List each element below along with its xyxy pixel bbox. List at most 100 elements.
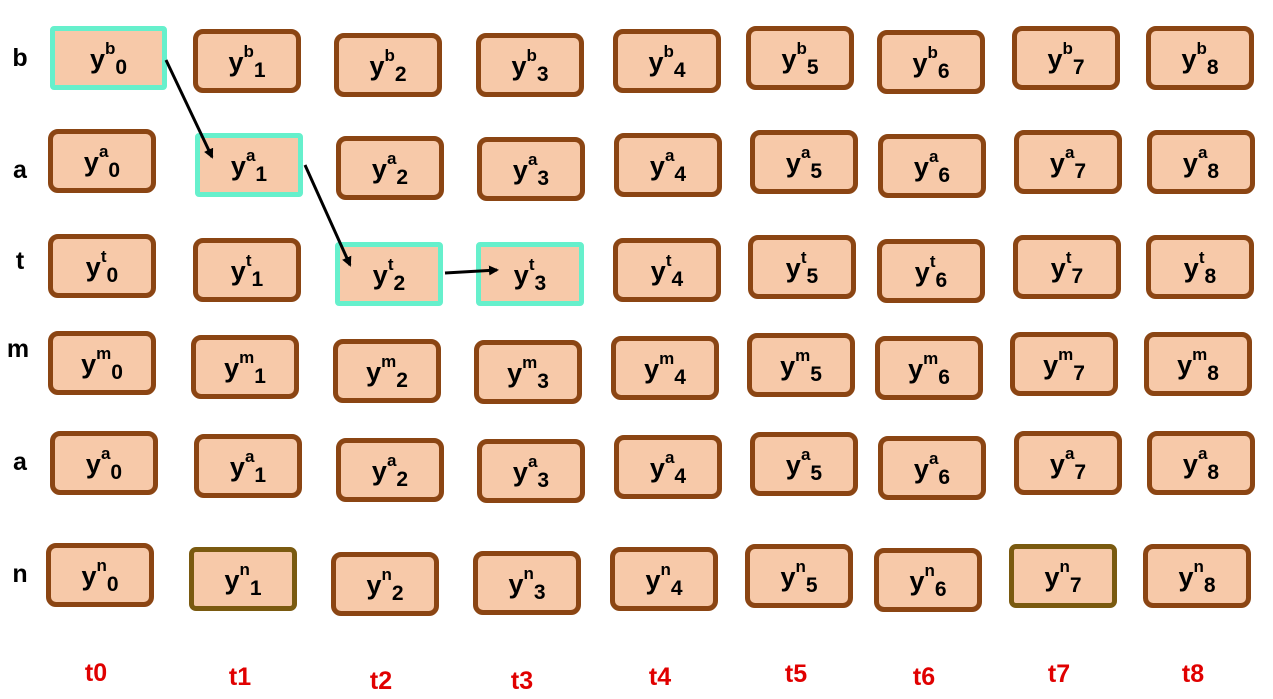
cell-label: ya0 [85,444,123,484]
lattice-cell: ym6 [875,336,983,400]
lattice-cell: yt8 [1146,235,1254,299]
lattice-cell: yt4 [613,238,721,302]
cell-label: ya5 [785,143,823,183]
lattice-cell: ya2 [336,136,444,200]
lattice-cell: ym7 [1010,332,1118,396]
cell-label: ym0 [81,344,123,384]
cell-label: yt5 [785,248,819,288]
lattice-cell: ya7 [1014,431,1122,495]
cell-label: ym4 [644,349,686,389]
lattice-cell: ym3 [474,340,582,404]
cell-label: yn0 [81,556,119,596]
cell-label: ya7 [1049,444,1087,484]
cell-label: yb6 [912,43,950,83]
time-label: t3 [510,667,534,695]
lattice-cell: ya4 [614,133,722,197]
cell-label: yt8 [1183,248,1217,288]
lattice-cell: yn6 [874,548,982,612]
lattice-cell: ym8 [1144,332,1252,396]
lattice-cell: yn7 [1009,544,1117,608]
lattice-cell: ya4 [614,435,722,499]
lattice-cell: yn2 [331,552,439,616]
lattice-cell: ym4 [611,336,719,400]
cell-label: yb3 [511,46,549,86]
time-label: t0 [84,659,108,687]
cell-label: yt1 [230,251,264,291]
cell-label: yt0 [85,247,119,287]
cell-label: yt2 [372,255,406,295]
lattice-cell: yb5 [746,26,854,90]
cell-label: ya3 [512,150,550,190]
cell-label: yn6 [909,561,947,601]
row-label: t [15,247,25,275]
cell-label: yb8 [1181,39,1219,79]
lattice-cell: yn3 [473,551,581,615]
row-label: a [13,448,27,476]
cell-label: yn7 [1044,557,1082,597]
lattice-cell: yt0 [48,234,156,298]
cell-label: ya0 [83,142,121,182]
cell-label: ym3 [507,353,549,393]
lattice-cell: ya7 [1014,130,1122,194]
cell-label: yb4 [648,42,686,82]
cell-label: yn5 [780,557,818,597]
lattice-cell: ym5 [747,333,855,397]
lattice-cell: yn0 [46,543,154,607]
lattice-cell: ym2 [333,339,441,403]
cell-label: ya8 [1182,143,1220,183]
lattice-cell: yt2 [335,242,443,306]
lattice-cell: yn8 [1143,544,1251,608]
cell-label: yn8 [1178,557,1216,597]
cell-label: ya1 [230,146,268,186]
cell-label: ya2 [371,149,409,189]
lattice-cell: yb7 [1012,26,1120,90]
cell-label: ya7 [1049,143,1087,183]
cell-label: yn1 [224,560,262,600]
cell-label: ym7 [1043,345,1085,385]
lattice-cell: ya1 [194,434,302,498]
time-label: t4 [648,663,672,691]
cell-label: yb2 [369,46,407,86]
cell-label: yt7 [1050,248,1084,288]
cell-label: ya6 [913,147,951,187]
lattice-cell: yn1 [189,547,297,611]
cell-label: yb7 [1047,39,1085,79]
lattice-cell: ya6 [878,436,986,500]
row-label: n [12,560,28,588]
time-label: t2 [369,667,393,695]
cell-label: yn2 [366,565,404,605]
cell-label: ym8 [1177,345,1219,385]
cell-label: yn4 [645,560,683,600]
cell-label: yb0 [89,39,128,79]
cell-label: yt6 [914,252,948,292]
time-label: t6 [912,663,936,691]
lattice-cell: yb0 [50,26,167,90]
row-label: m [6,335,30,363]
lattice-cell: yb4 [613,29,721,93]
row-label: b [12,44,28,72]
cell-label: ya2 [371,451,409,491]
lattice-cell: yb3 [476,33,584,97]
lattice-cell: ya8 [1147,431,1255,495]
lattice-cell: yt7 [1013,235,1121,299]
cell-label: yt4 [650,251,684,291]
lattice-cell: yb1 [193,29,301,93]
lattice-cell: ya0 [50,431,158,495]
cell-label: yb1 [228,42,266,82]
lattice-cell: yb2 [334,33,442,97]
lattice-cell: yn4 [610,547,718,611]
lattice-cell: ym1 [191,335,299,399]
cell-label: ya6 [913,449,951,489]
lattice-cell: ya0 [48,129,156,193]
cell-label: ya4 [649,448,687,488]
cell-label: ya4 [649,146,687,186]
lattice-cell: ya2 [336,438,444,502]
lattice-cell: yt5 [748,235,856,299]
cell-label: ya3 [512,452,550,492]
cell-label: yt3 [513,255,547,295]
lattice-cell: ya1 [195,133,303,197]
time-label: t5 [784,660,808,688]
lattice-cell: yn5 [745,544,853,608]
cell-label: ym1 [224,348,266,388]
